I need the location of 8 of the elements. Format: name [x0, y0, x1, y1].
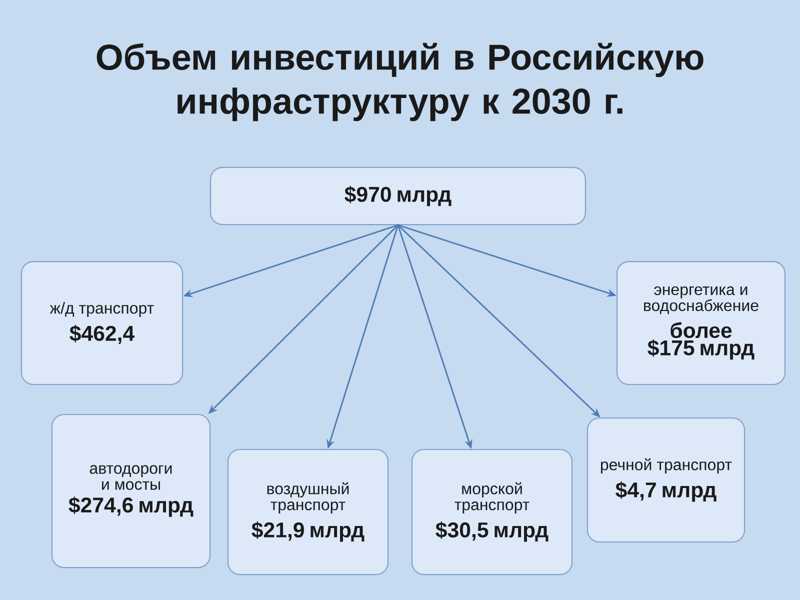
text-box: воздушный транспорт $21,9 млрд	[227, 448, 389, 576]
text-box: энергетика и водоснабжение более $175 млрд	[616, 261, 786, 385]
text-box: $970 млрд	[210, 166, 586, 226]
text-box: ж/д транспорт $462,4	[20, 261, 184, 385]
title: Объем инвестиций в Российскую инфраструктуру к 2030 г.	[96, 42, 704, 122]
text-box: морской транспорт $30,5 млрд	[411, 448, 573, 576]
text-box: автодороги и мосты $274,6 млрд	[51, 414, 211, 568]
text-box: речной транспорт $4,7 млрд	[586, 417, 746, 543]
